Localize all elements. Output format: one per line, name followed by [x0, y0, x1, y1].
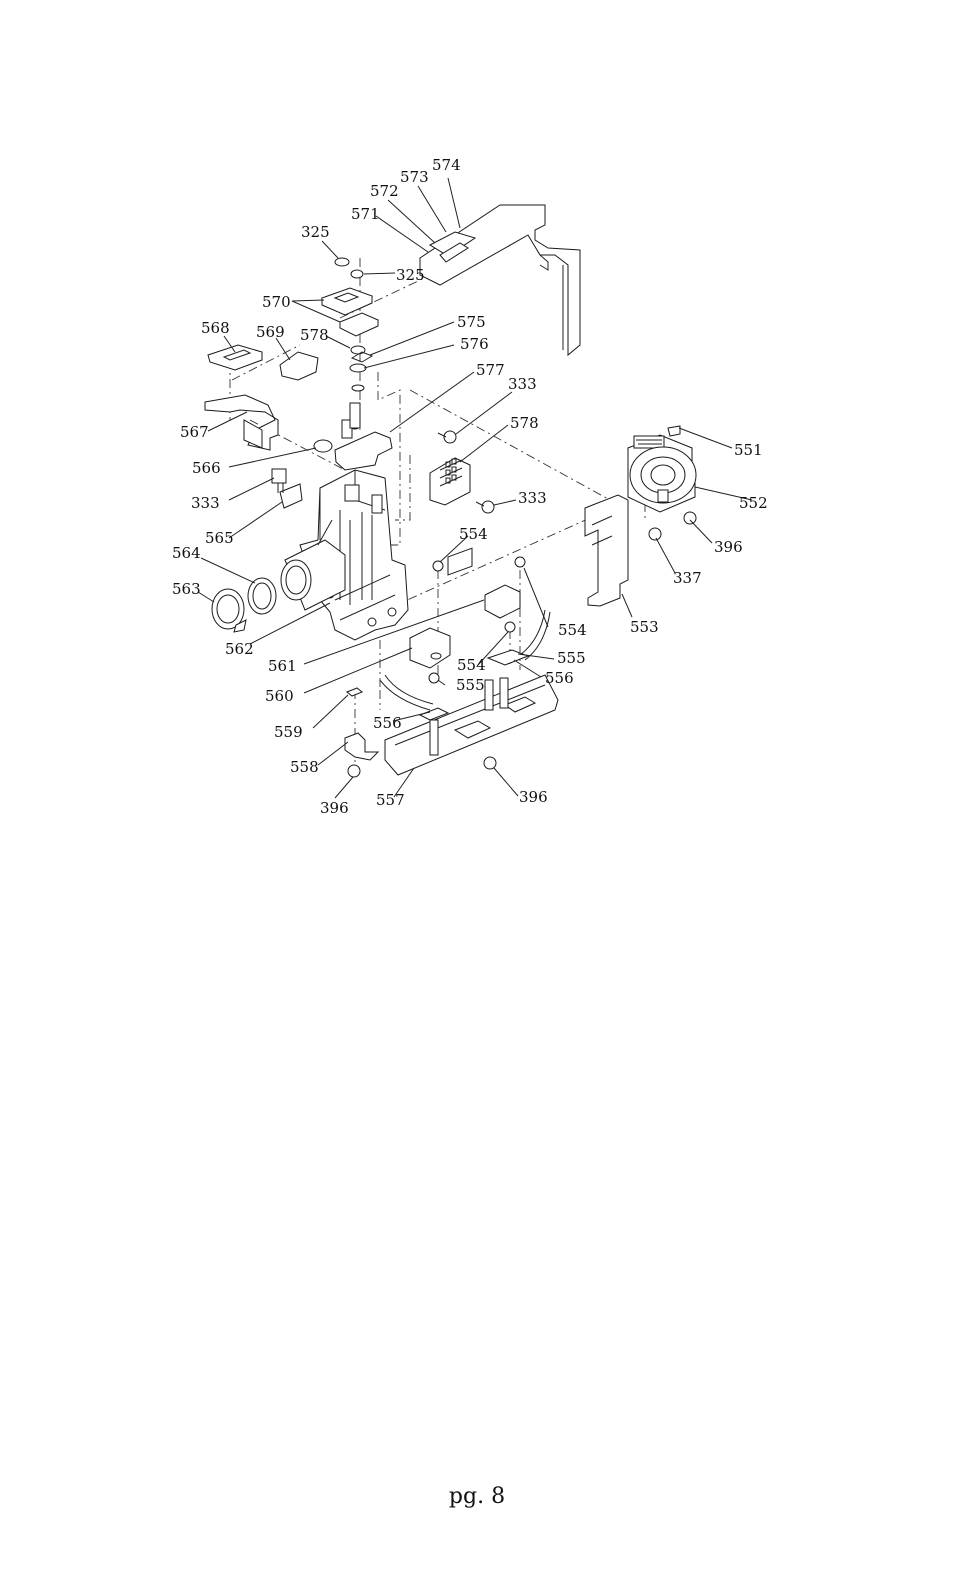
left-bracket-parts [204, 344, 319, 451]
part-label-562: 562 [225, 640, 254, 658]
page-number: pg. 8 [448, 1484, 506, 1509]
part-label-396-right: 396 [714, 538, 743, 556]
part-label-570: 570 [262, 293, 291, 311]
switch-blocks-and-cables [379, 556, 551, 721]
part-label-572: 572 [370, 182, 399, 200]
part-label-575: 575 [457, 313, 486, 331]
leader-lines [197, 177, 753, 799]
speaker-unit [627, 425, 697, 513]
part-label-560: 560 [265, 687, 294, 705]
part-label-337: 337 [673, 569, 702, 587]
top-bracket-assembly [419, 204, 581, 357]
part-label-554-top: 554 [459, 525, 488, 543]
part-label-333-top: 333 [508, 375, 537, 393]
part-label-571: 571 [351, 205, 380, 223]
main-body-frame [280, 469, 409, 641]
part-label-554-right: 554 [558, 621, 587, 639]
part-label-573: 573 [400, 168, 429, 186]
part-label-558: 558 [290, 758, 319, 776]
part-label-551: 551 [734, 441, 763, 459]
part-label-325-right: 325 [396, 266, 425, 284]
part-label-577: 577 [476, 361, 505, 379]
part-label-576: 576 [460, 335, 489, 353]
part-label-564: 564 [172, 544, 201, 562]
center-mechanism-parts [313, 402, 495, 514]
part-label-578-top: 578 [300, 326, 329, 344]
part-label-566: 566 [192, 459, 221, 477]
part-label-552: 552 [739, 494, 768, 512]
part-label-333-left: 333 [191, 494, 220, 512]
part-label-565: 565 [205, 529, 234, 547]
mount-washers-and-plates [320, 257, 380, 392]
base-plate [384, 547, 559, 776]
part-label-567: 567 [180, 423, 209, 441]
part-label-561: 561 [268, 657, 297, 675]
part-label-556-right: 556 [545, 669, 574, 687]
part-number-labels: 574 573 572 571 325 325 570 575 568 569 … [172, 156, 768, 817]
side-bracket [584, 494, 697, 607]
part-label-555-middle: 555 [456, 676, 485, 694]
bottom-left-clips [344, 687, 380, 778]
part-label-569: 569 [256, 323, 285, 341]
part-label-559: 559 [274, 723, 303, 741]
part-label-568: 568 [201, 319, 230, 337]
part-label-563: 563 [172, 580, 201, 598]
part-label-557: 557 [376, 791, 405, 809]
part-label-325-top: 325 [301, 223, 330, 241]
part-label-556-left: 556 [373, 714, 402, 732]
part-label-554-middle: 554 [457, 656, 486, 674]
part-label-578-board: 578 [510, 414, 539, 432]
part-label-574: 574 [432, 156, 461, 174]
lens-rings [211, 468, 303, 633]
part-label-553: 553 [630, 618, 659, 636]
part-label-396-bottom-left: 396 [320, 799, 349, 817]
part-label-555-right: 555 [557, 649, 586, 667]
part-label-396-bottom-right: 396 [519, 788, 548, 806]
part-label-333-right: 333 [518, 489, 547, 507]
